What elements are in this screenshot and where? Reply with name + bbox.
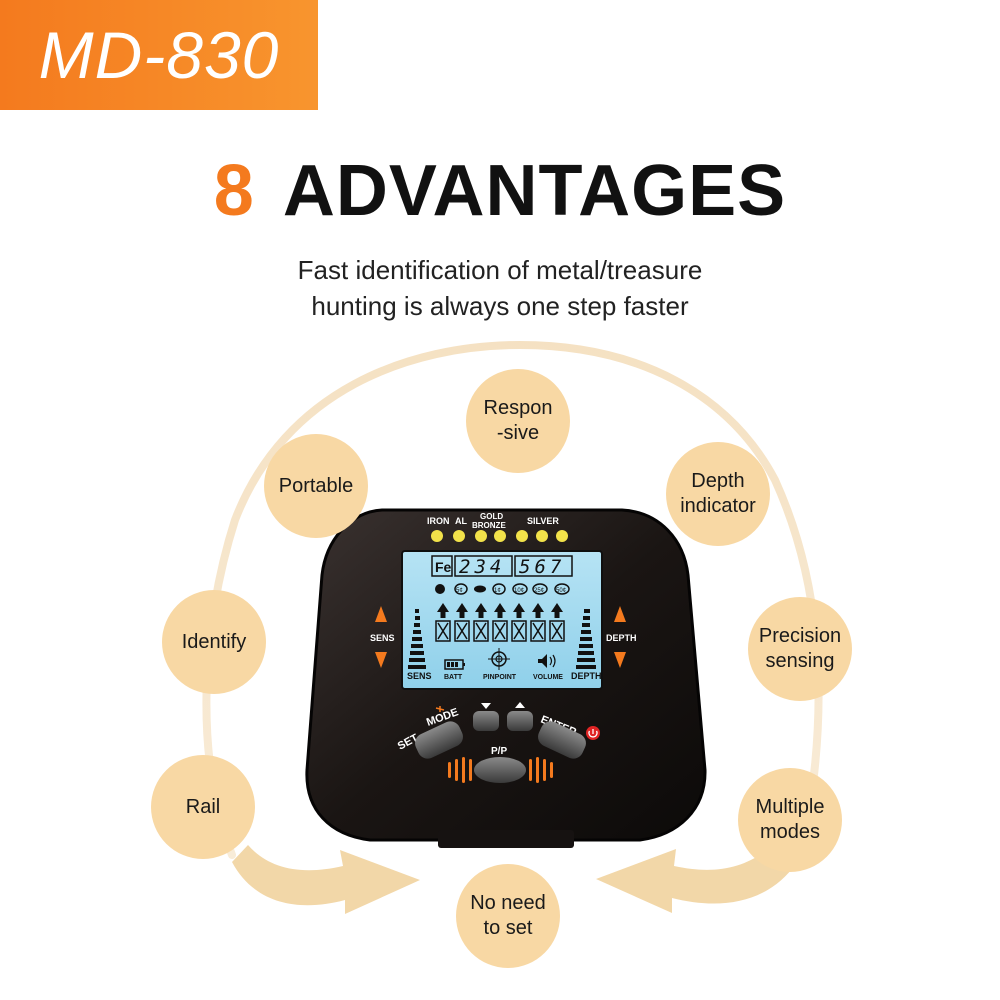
speaker-grille-left — [448, 757, 472, 783]
lcd-chip-25: 25¢ — [534, 588, 544, 594]
feature-identify-label: Identify — [181, 630, 247, 653]
battery-icon — [444, 659, 465, 670]
lcd-digits-left: 234 — [459, 556, 505, 578]
chip-al — [453, 530, 465, 542]
down-button[interactable] — [473, 711, 499, 731]
enter-button[interactable] — [535, 718, 589, 762]
volume-icon — [538, 654, 556, 668]
pp-label: P/P — [491, 746, 507, 757]
subtitle-line-1: Fast identification of metal/treasure — [297, 255, 703, 285]
lcd-depth-bars — [576, 609, 596, 669]
category-iron: IRON — [427, 516, 450, 526]
depth-side-indicator: DEPTH — [606, 606, 637, 668]
feature-responsive-label: Respon -sive — [483, 397, 553, 444]
lcd-chip-1: 1¢ — [494, 588, 501, 594]
chip-silver-25 — [536, 530, 548, 542]
lcd-chip-50: 50¢ — [556, 588, 566, 594]
lcd-chip-10: 10¢ — [514, 588, 524, 594]
chip-silver-50 — [556, 530, 568, 542]
lcd-chip-5: 5¢ — [456, 588, 463, 594]
feature-rail-label: Rail — [185, 795, 221, 818]
up-arrow-icon — [515, 702, 525, 708]
category-bronze: BRONZE — [472, 521, 506, 530]
pinpoint-icon — [488, 648, 510, 670]
headline: 8 ADVANTAGES — [0, 150, 1000, 232]
feature-precision-sensing: Precision sensing — [748, 597, 852, 701]
feature-portable: Portable — [264, 434, 368, 538]
feature-no-need-to-set: No need to set — [456, 864, 560, 968]
chip-silver-10 — [516, 530, 528, 542]
chip-iron — [431, 530, 443, 542]
feature-identify: Identify — [162, 590, 266, 694]
up-button[interactable] — [507, 711, 533, 731]
model-badge: MD-830 — [0, 0, 318, 110]
category-strip: IRON AL GOLD BRONZE SILVER — [427, 512, 568, 542]
subtitle: Fast identification of metal/treasure hu… — [0, 252, 1000, 324]
feature-responsive: Respon -sive — [466, 369, 570, 473]
left-arrow — [232, 845, 420, 914]
lcd-batt-label: BATT — [444, 674, 463, 681]
category-silver: SILVER — [527, 516, 559, 526]
sens-side-label: SENS — [370, 633, 395, 643]
lcd-digits-right: 567 — [519, 556, 565, 578]
down-arrow-icon — [481, 703, 491, 709]
chip-gold — [475, 530, 487, 542]
right-arrow — [596, 840, 800, 913]
set-mode-button[interactable] — [412, 718, 466, 762]
feature-precision-sensing-label: Precision sensing — [758, 625, 842, 672]
feature-depth-indicator-label: Depth indicator — [680, 470, 756, 517]
power-icon — [588, 729, 598, 738]
lcd-screen — [401, 550, 603, 690]
pinpoint-button[interactable] — [474, 757, 526, 783]
lcd-pinpoint-label: PINPOINT — [483, 674, 517, 681]
feature-no-need-to-set-label: No need to set — [470, 892, 546, 939]
feature-portable-label: Portable — [278, 474, 354, 497]
detector-control-box: IRON AL GOLD BRONZE SILVER Fe 234 567 5¢ — [305, 508, 707, 848]
feature-depth-indicator: Depth indicator — [666, 442, 770, 546]
light-icon — [435, 706, 445, 712]
lcd-fe-label: Fe — [435, 559, 452, 575]
depth-side-label: DEPTH — [606, 633, 637, 643]
lcd-sens-label: SENS — [407, 671, 432, 681]
subtitle-line-2: hunting is always one step faster — [311, 291, 689, 321]
sens-side-indicator: SENS — [370, 606, 395, 668]
category-al: AL — [455, 516, 467, 526]
headline-number: 8 — [213, 151, 255, 231]
lcd-target-columns — [435, 603, 565, 642]
speaker-grille-right — [529, 757, 553, 783]
feature-multiple-modes: Multiple modes — [738, 768, 842, 872]
model-name: MD-830 — [38, 18, 280, 92]
feature-rail: Rail — [151, 755, 255, 859]
chip-bronze — [494, 530, 506, 542]
category-gold: GOLD — [480, 512, 503, 521]
lcd-volume-label: VOLUME — [533, 674, 563, 681]
lcd-sens-bars — [408, 609, 426, 669]
lcd-coin-row: 5¢ 1¢ 10¢ 25¢ 50¢ — [435, 583, 570, 595]
headline-text: ADVANTAGES — [282, 151, 787, 231]
lcd-depth-label: DEPTH — [571, 671, 602, 681]
feature-multiple-modes-label: Multiple modes — [755, 796, 825, 843]
